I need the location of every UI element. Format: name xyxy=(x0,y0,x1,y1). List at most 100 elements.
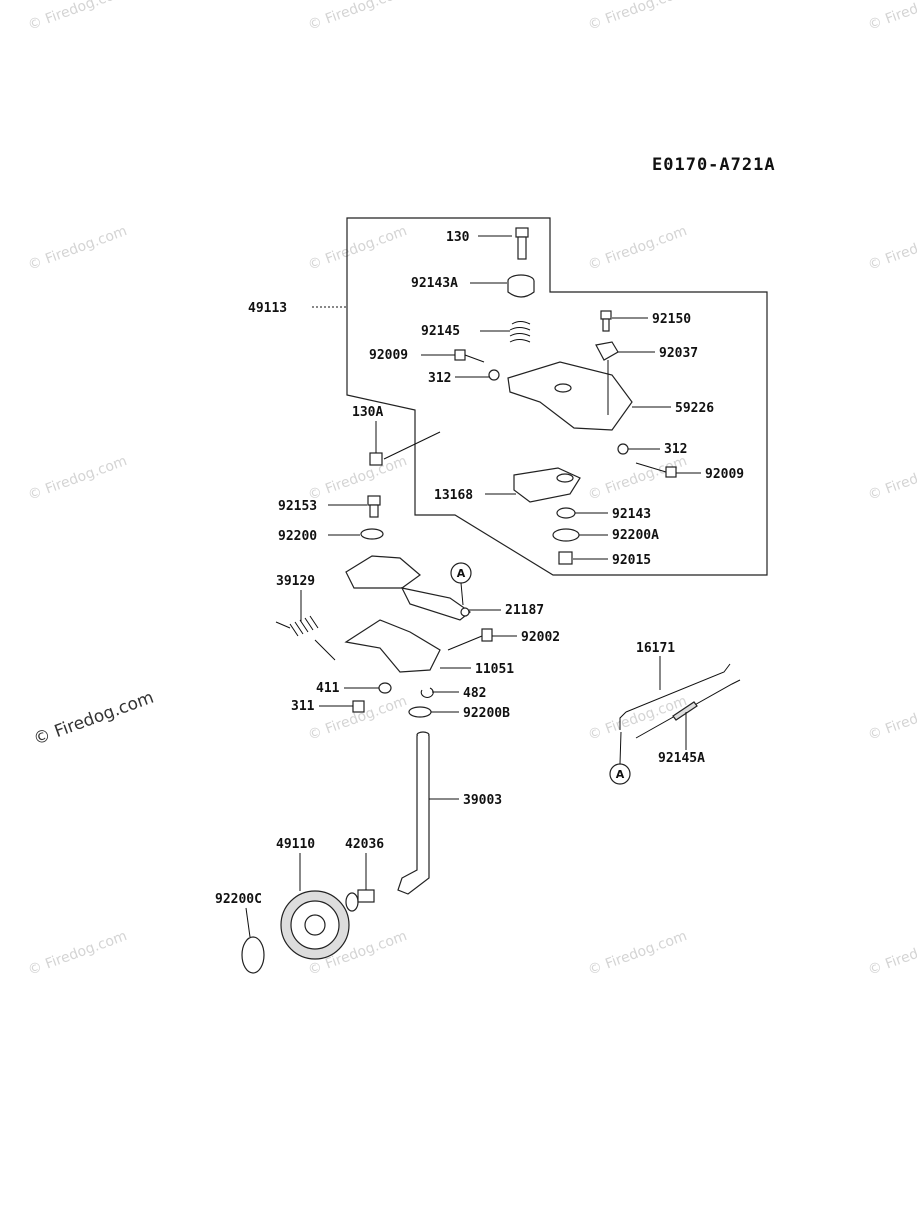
part-callout: 21187 xyxy=(469,603,544,618)
callout-a-text: A xyxy=(616,768,625,781)
part-callout: 16171 xyxy=(636,641,675,690)
part-callout: 92200 xyxy=(278,529,360,544)
part-92200-washer xyxy=(360,528,384,540)
part-92200C-washer xyxy=(241,936,265,974)
part-number-label: 92200 xyxy=(278,529,317,544)
part-39129-spring xyxy=(275,615,336,661)
part-number-label: 21187 xyxy=(505,603,544,618)
part-callout: 92143A xyxy=(411,276,507,291)
callout-a-text: A xyxy=(457,567,466,580)
part-callout: 92150 xyxy=(612,312,691,327)
part-92145-spring xyxy=(509,321,531,343)
part-callout: 92002 xyxy=(492,630,560,645)
part-number-label: 49110 xyxy=(276,837,315,852)
part-312-nut-upper xyxy=(488,369,500,381)
part-16171-link xyxy=(619,663,741,739)
watermark: © Firedog.com xyxy=(866,453,917,504)
part-number-label: 92009 xyxy=(705,467,744,482)
part-number-label: 92143 xyxy=(612,507,651,522)
watermark: © Firedog.com xyxy=(866,693,917,744)
part-42036-pin xyxy=(345,889,375,912)
watermark: © Firedog.com xyxy=(586,0,689,34)
part-number-label: 13168 xyxy=(434,488,473,503)
watermark: © Firedog.com xyxy=(26,223,129,274)
part-callout: 130A xyxy=(352,405,383,453)
part-number-label: 92143A xyxy=(411,276,458,291)
watermark: © Firedog.com xyxy=(306,0,409,34)
watermark: © Firedog.com xyxy=(306,223,409,274)
part-callout: 92009 xyxy=(676,467,744,482)
part-92009-bolt-upper xyxy=(454,349,485,363)
part-callout: 92153 xyxy=(278,499,367,514)
watermark: © Firedog.com xyxy=(586,928,689,979)
part-number-label: 11051 xyxy=(475,662,514,677)
part-number-label: 311 xyxy=(291,699,315,714)
watermark: © Firedog.com xyxy=(26,0,129,34)
part-number-label: 411 xyxy=(316,681,340,696)
part-callout: 482 xyxy=(432,686,486,701)
part-number-label: 482 xyxy=(463,686,486,701)
part-callout: 39003 xyxy=(429,793,502,808)
part-callout: 92145 xyxy=(421,324,510,339)
part-312-nut-lower xyxy=(617,443,629,455)
part-number-label: 130A xyxy=(352,405,383,420)
part-callout: 42036 xyxy=(345,837,384,890)
part-92009-bolt-lower xyxy=(635,462,677,478)
part-number-label: 49113 xyxy=(248,301,287,316)
watermark: © Firedog.com xyxy=(306,453,409,504)
watermark: © Firedog.com xyxy=(26,928,129,979)
part-callout: 92015 xyxy=(573,553,651,568)
part-311-nut xyxy=(352,700,365,713)
part-number-label: 92002 xyxy=(521,630,560,645)
part-130-bolt xyxy=(515,227,529,260)
part-11051-lever xyxy=(344,619,441,673)
part-number-label: 92009 xyxy=(369,348,408,363)
part-number-label: 92145 xyxy=(421,324,460,339)
watermark: © Firedog.com xyxy=(26,453,129,504)
part-callout: 92200A xyxy=(579,528,659,543)
watermark: © Firedog.com xyxy=(866,223,917,274)
leader-line xyxy=(245,907,251,938)
part-number-label: 312 xyxy=(428,371,451,386)
watermark: © Firedog.com xyxy=(586,693,689,744)
part-callout: 59226 xyxy=(632,401,714,416)
part-number-label: 92015 xyxy=(612,553,651,568)
part-482-clip xyxy=(420,687,434,698)
part-number-label: 16171 xyxy=(636,641,675,656)
part-number-label: 39129 xyxy=(276,574,315,589)
watermark-prominent: © Firedog.com xyxy=(31,688,157,750)
part-number-label: 92200C xyxy=(215,892,262,907)
part-92200B-washer xyxy=(408,706,432,718)
part-92143-collar xyxy=(556,507,576,519)
part-number-label: 92200B xyxy=(463,706,510,721)
callout-a-upper: A xyxy=(450,562,472,606)
part-callout: 130 xyxy=(446,230,512,245)
part-callout: 92143 xyxy=(575,507,651,522)
part-number-label: 92150 xyxy=(652,312,691,327)
part-13168-lever xyxy=(513,467,581,503)
part-callout: 311 xyxy=(291,699,353,714)
part-92200A-washer xyxy=(552,528,580,542)
callout-a-lower: A xyxy=(609,731,631,785)
watermark: © Firedog.com xyxy=(866,0,917,34)
watermark: © Firedog.com xyxy=(586,453,689,504)
part-callout: 92037 xyxy=(618,346,698,361)
part-92015-nut xyxy=(558,551,573,565)
part-130A-screw xyxy=(369,431,441,466)
part-number-label: 312 xyxy=(664,442,687,457)
part-92037-clip xyxy=(595,341,619,361)
part-callout: 39129 xyxy=(276,574,315,622)
part-callout: 92200B xyxy=(431,706,510,721)
part-39003-shaft xyxy=(397,731,430,895)
part-92002-bolt xyxy=(447,628,493,651)
diagram-code: E0170-A721A xyxy=(652,155,776,175)
part-59226-bracket xyxy=(507,360,633,431)
part-number-label: 39003 xyxy=(463,793,502,808)
part-callout: 92009 xyxy=(369,348,455,363)
part-label-layer: 13092143A4911392150921459203792009312592… xyxy=(215,230,744,938)
part-411-washer xyxy=(378,682,392,694)
part-number-label: 92153 xyxy=(278,499,317,514)
part-number-label: 42036 xyxy=(345,837,384,852)
part-callout: 13168 xyxy=(434,488,516,503)
